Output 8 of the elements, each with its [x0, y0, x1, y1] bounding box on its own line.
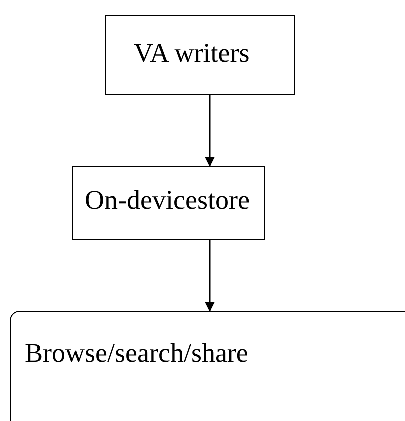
arrow [205, 240, 215, 312]
process-box [10, 311, 405, 421]
process-box [72, 166, 265, 240]
box-label: Browse/search/share [25, 338, 248, 369]
box-label: VA writers [134, 38, 250, 69]
box-label: On-devicestore [85, 185, 250, 216]
process-box [105, 15, 295, 95]
arrow [205, 95, 215, 167]
